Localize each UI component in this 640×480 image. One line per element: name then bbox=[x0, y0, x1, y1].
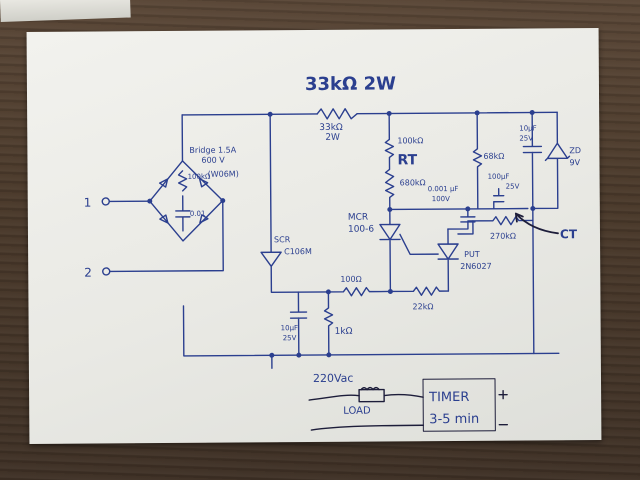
resistor-270k bbox=[467, 215, 534, 226]
ct-arrow bbox=[514, 212, 559, 235]
cap-100u-label-2: 25V bbox=[506, 183, 520, 191]
timer-label: TIMER bbox=[428, 390, 469, 405]
vac-label: 220Vac bbox=[313, 372, 354, 385]
rt-label: RT bbox=[397, 152, 417, 168]
timer-box bbox=[422, 378, 496, 432]
terminal-2 bbox=[102, 267, 111, 276]
resistor-100k-label: 100kΩ bbox=[397, 136, 423, 145]
zener-label: ZD bbox=[569, 146, 581, 155]
scr-c106m bbox=[260, 113, 330, 293]
resistor-1k bbox=[323, 291, 334, 356]
bridge-resistor bbox=[177, 170, 188, 192]
bridge-diodes bbox=[158, 178, 209, 224]
load-label: LOAD bbox=[343, 406, 371, 417]
top-rail-wire bbox=[181, 111, 558, 116]
resistor-68k-label: 68kΩ bbox=[483, 152, 504, 161]
load-coil bbox=[360, 386, 380, 391]
title-text: 33kΩ 2W bbox=[305, 73, 396, 95]
resistor-100-label: 100Ω bbox=[340, 275, 361, 284]
resistor-33k-value: 33kΩ bbox=[319, 123, 343, 133]
junction-dots bbox=[147, 109, 536, 358]
resistor-100 bbox=[327, 286, 390, 297]
bridge-label-1: Bridge 1.5A bbox=[189, 146, 236, 155]
capacitor-10u-bottom bbox=[289, 291, 308, 356]
mcr-label: MCR bbox=[348, 213, 368, 223]
mains-wire-bottom bbox=[310, 424, 425, 431]
scr-part: C106M bbox=[284, 247, 312, 256]
capacitor-0001u bbox=[447, 208, 476, 230]
terminal-1-label: 1 bbox=[84, 196, 92, 210]
put-label: PUT bbox=[464, 250, 480, 259]
mains-wire-top bbox=[308, 393, 424, 401]
resistor-22k bbox=[389, 286, 450, 296]
mcr-gate-wire bbox=[399, 233, 439, 256]
resistor-33k bbox=[316, 108, 358, 120]
scr-label: SCR bbox=[274, 235, 291, 244]
resistor-270k-label: 270kΩ bbox=[490, 232, 516, 241]
bottom-rail-wire bbox=[181, 114, 560, 357]
put-gate-wire bbox=[457, 220, 474, 235]
resistor-22k-label: 22kΩ bbox=[412, 302, 433, 311]
mcr-part: 100-6 bbox=[348, 225, 374, 235]
bridge-capacitor bbox=[175, 195, 191, 232]
put-2n6027 bbox=[437, 228, 459, 292]
schematic-paper: 33kΩ 2W 33kΩ 2W Bridge 1.5A 600 V (W06M)… bbox=[26, 28, 602, 444]
cap-0001-label-1: 0.001 μF bbox=[428, 185, 459, 193]
timer-terminal-1 bbox=[498, 389, 508, 400]
cap-top-label-1: 10μF bbox=[519, 124, 536, 132]
terminal-1 bbox=[101, 197, 110, 206]
timer-duration: 3-5 min bbox=[429, 412, 479, 427]
ct-label: CT bbox=[560, 227, 578, 241]
schematic-drawing: 33kΩ 2W 33kΩ 2W Bridge 1.5A 600 V (W06M)… bbox=[84, 73, 581, 432]
bridge-resistor-label: 100kΩ bbox=[188, 173, 211, 181]
capacitor-100u bbox=[493, 188, 505, 210]
resistor-33k-power: 2W bbox=[325, 133, 340, 143]
mid-node-wire bbox=[389, 207, 529, 211]
resistor-rt bbox=[384, 112, 395, 211]
mcr-100-6 bbox=[379, 208, 401, 293]
cap-bottom-label-2: 25V bbox=[283, 334, 297, 342]
cap-100u-label-1: 100μF bbox=[488, 173, 510, 181]
bridge-cap-label: 0.01 bbox=[190, 210, 206, 218]
bridge-rectifier bbox=[149, 160, 224, 242]
zener-9v bbox=[532, 111, 571, 210]
terminal-2-label: 2 bbox=[84, 266, 92, 280]
put-part: 2N6027 bbox=[460, 262, 491, 271]
load-box bbox=[358, 388, 385, 403]
terminal-2-wire bbox=[109, 199, 224, 273]
cap-top-label-2: 25V bbox=[519, 134, 533, 142]
cap-0001-label-2: 100V bbox=[432, 195, 450, 203]
resistor-680k-label: 680kΩ bbox=[400, 178, 426, 187]
cap-bottom-label-1: 10μF bbox=[281, 324, 298, 332]
bridge-label-3: (W06M) bbox=[208, 170, 239, 179]
capacitor-10u-top bbox=[522, 111, 543, 355]
resistor-1k-label: 1kΩ bbox=[335, 327, 353, 337]
resistor-68k bbox=[472, 112, 483, 210]
bridge-label-2: 600 V bbox=[201, 156, 225, 165]
zener-value: 9V bbox=[569, 158, 580, 167]
